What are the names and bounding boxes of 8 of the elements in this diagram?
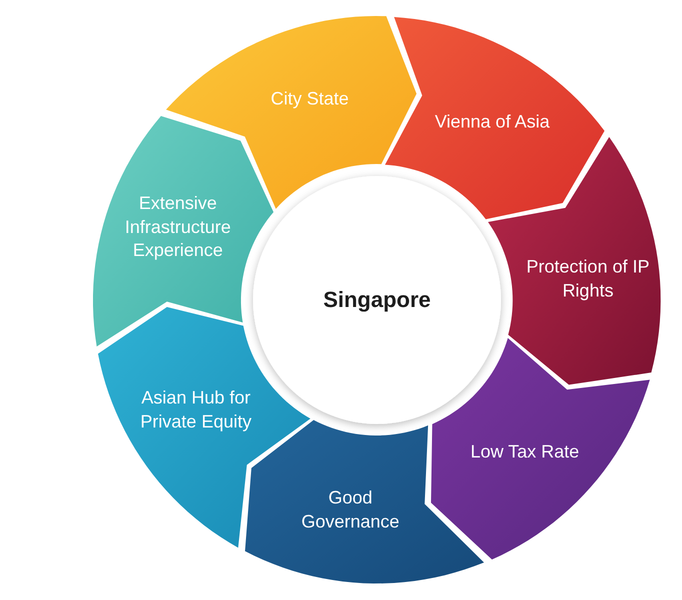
segment-label: Low Tax Rate [469, 440, 580, 464]
segment-label: Protection of IP Rights [525, 256, 650, 302]
segment-label: Extensive Infrastructure Experience [124, 192, 232, 262]
center-label: Singapore [323, 287, 431, 313]
segment-label: Asian Hub for Private Equity [139, 386, 252, 434]
segment-label: Vienna of Asia [434, 110, 551, 134]
segment-label: Good Governance [300, 486, 400, 534]
segment-label: City State [270, 87, 350, 110]
